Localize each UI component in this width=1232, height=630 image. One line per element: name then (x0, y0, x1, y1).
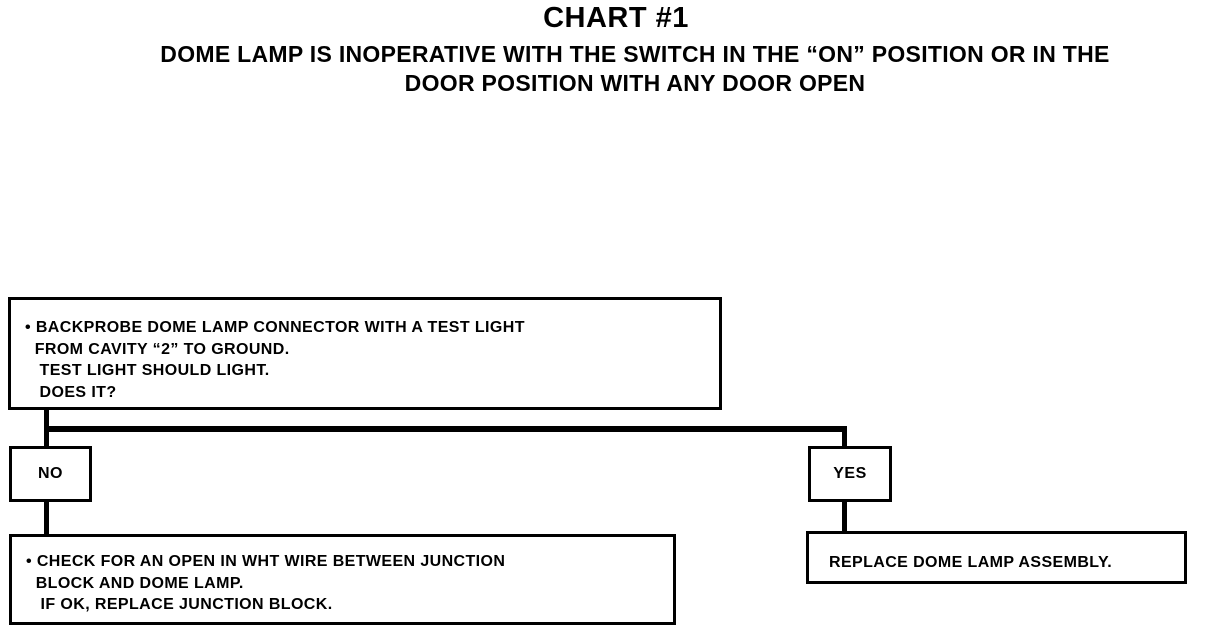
no-action-line-1: • CHECK FOR AN OPEN IN WHT WIRE BETWEEN … (26, 553, 506, 570)
connector-yes-down (842, 426, 847, 446)
subtitle-line-1: DOME LAMP IS INOPERATIVE WITH THE SWITCH… (160, 41, 1110, 67)
no-action-line-3: IF OK, REPLACE JUNCTION BLOCK. (26, 596, 333, 613)
chart-title: CHART #1 (543, 2, 689, 34)
subtitle-line-2: DOOR POSITION WITH ANY DOOR OPEN (404, 70, 866, 96)
yes-action-line-1: REPLACE DOME LAMP ASSEMBLY. (829, 554, 1113, 571)
connector-horizontal (44, 426, 847, 432)
connector-no-action (44, 500, 49, 537)
test-step-line-3: TEST LIGHT SHOULD LIGHT. (25, 362, 270, 379)
test-step-line-4: DOES IT? (25, 383, 117, 401)
yes-branch-label: YES (808, 446, 892, 502)
test-step-line-1: • BACKPROBE DOME LAMP CONNECTOR WITH A T… (25, 319, 525, 336)
yes-action-box: REPLACE DOME LAMP ASSEMBLY. (806, 531, 1187, 584)
chart-subtitle: DOME LAMP IS INOPERATIVE WITH THE SWITCH… (40, 40, 1230, 98)
no-action-line-2: BLOCK AND DOME LAMP. (26, 574, 244, 592)
no-branch-label: NO (9, 446, 92, 502)
test-step-line-2: FROM CAVITY “2” TO GROUND. (25, 340, 290, 358)
no-action-box: • CHECK FOR AN OPEN IN WHT WIRE BETWEEN … (9, 534, 676, 625)
test-step-box: • BACKPROBE DOME LAMP CONNECTOR WITH A T… (8, 297, 722, 410)
connector-yes-action (842, 500, 847, 533)
